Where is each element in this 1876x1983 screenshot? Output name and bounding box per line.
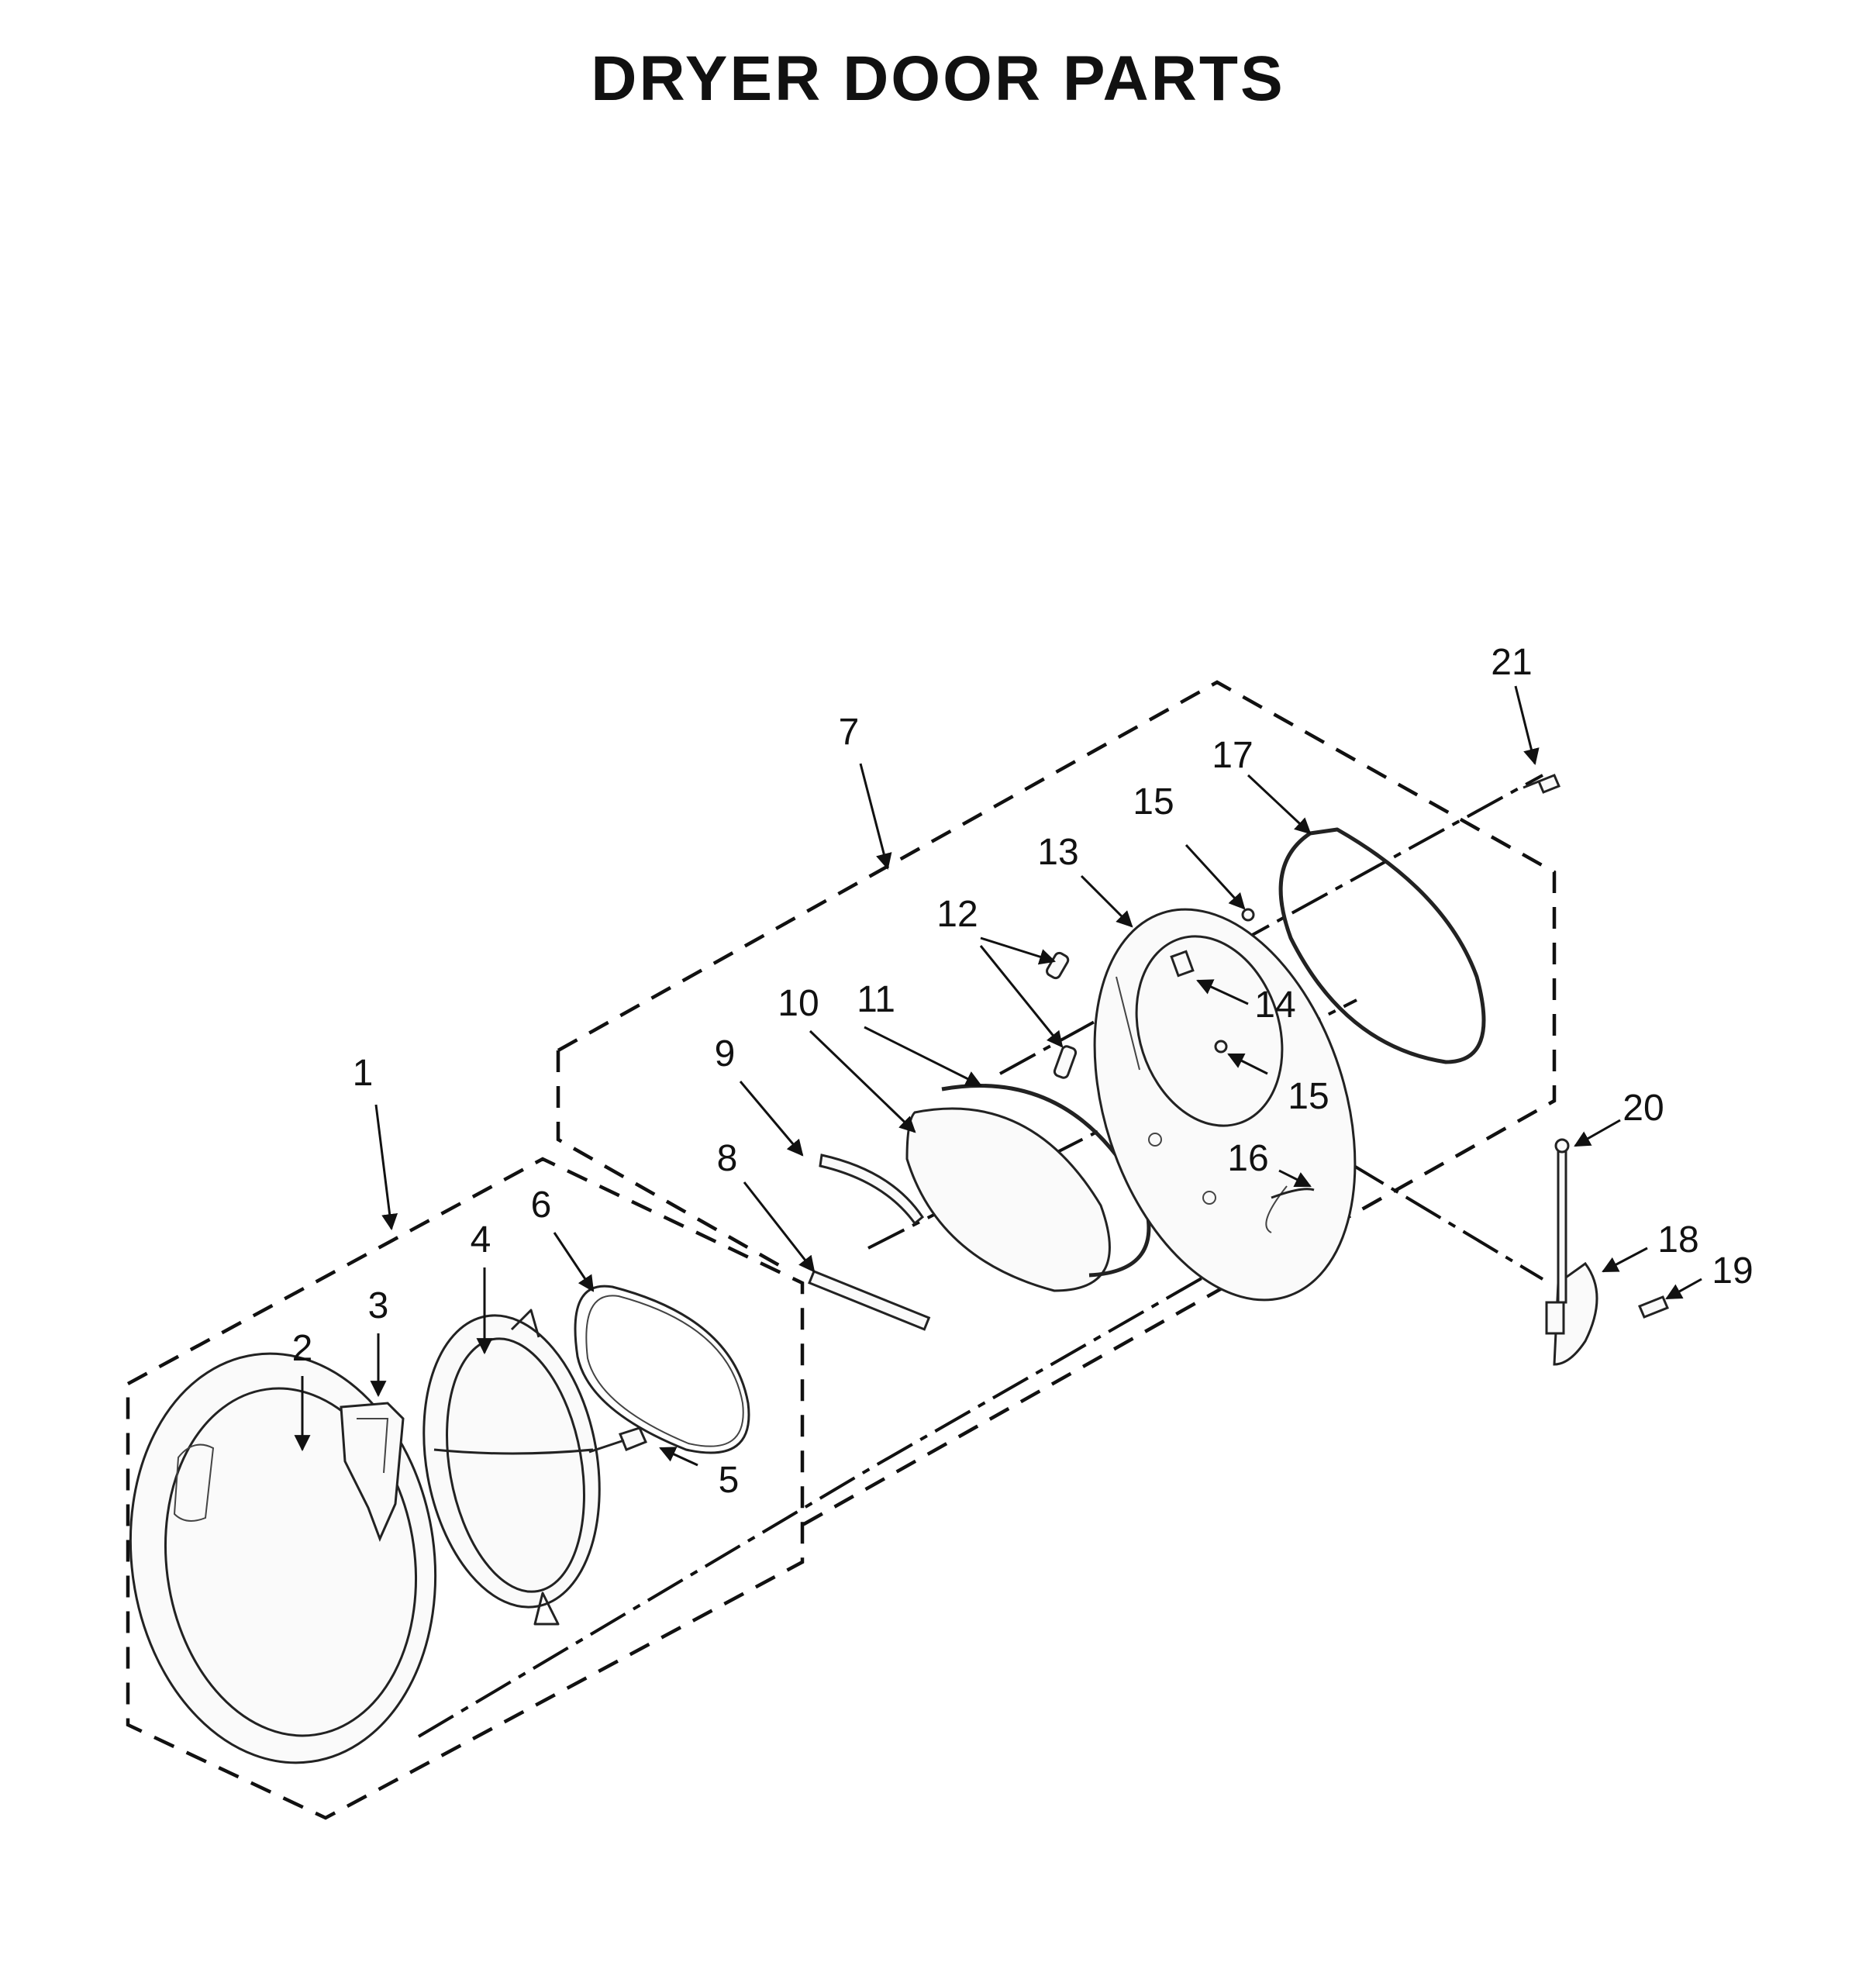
callout-14: 14 xyxy=(1254,985,1295,1026)
gasket-part-6 xyxy=(574,1285,750,1454)
callout-21: 21 xyxy=(1491,642,1532,683)
hinge-pin-part-20 xyxy=(1554,1138,1570,1304)
callout-7: 7 xyxy=(839,712,860,753)
callout-10: 10 xyxy=(778,983,819,1024)
callout-1: 1 xyxy=(353,1053,374,1094)
outer-door-part xyxy=(129,1352,437,1764)
group-1-outline xyxy=(126,1157,805,1820)
callout-3: 3 xyxy=(368,1285,389,1326)
callout-4: 4 xyxy=(471,1219,491,1260)
pad-part-12a xyxy=(1046,951,1070,980)
latch-part-14 xyxy=(1170,950,1195,978)
door-glass-part-10 xyxy=(905,1107,1111,1292)
callout-11: 11 xyxy=(857,979,895,1020)
axis-line-hinge xyxy=(1347,1161,1544,1281)
hinge-part-18 xyxy=(1545,1261,1598,1366)
pad-part-12b xyxy=(1053,1045,1078,1079)
leader-lines xyxy=(294,685,1702,1467)
callout-8: 8 xyxy=(717,1138,738,1179)
screw-part-15a xyxy=(1241,908,1255,922)
callout-18: 18 xyxy=(1657,1219,1698,1260)
strip-part-8 xyxy=(808,1270,931,1331)
handle-bracket-part xyxy=(340,1402,405,1542)
callout-13: 13 xyxy=(1037,832,1078,873)
screw-part-21 xyxy=(1523,774,1560,794)
callout-5: 5 xyxy=(719,1460,740,1501)
screw-part-15b xyxy=(1214,1040,1228,1054)
pin-part-16 xyxy=(1271,1188,1315,1199)
axis-line-lower xyxy=(417,1192,1350,1738)
page-title: DRYER DOOR PARTS xyxy=(591,43,1285,114)
axis-line-upper xyxy=(999,774,1543,1075)
callout-16: 16 xyxy=(1227,1138,1268,1179)
callout-20: 20 xyxy=(1623,1088,1664,1129)
callout-15a: 15 xyxy=(1133,781,1174,823)
callout-15b: 15 xyxy=(1288,1076,1329,1117)
screw-part-5 xyxy=(588,1426,648,1454)
callout-17: 17 xyxy=(1212,735,1253,776)
callout-2: 2 xyxy=(292,1328,313,1369)
arc-strip-part-9 xyxy=(819,1154,925,1226)
callout-12: 12 xyxy=(936,894,978,935)
callout-labels: 1 2 3 4 5 6 7 8 9 10 11 12 13 14 15 15 1… xyxy=(292,642,1754,1501)
inner-door-frame-part xyxy=(422,1309,601,1626)
callout-9: 9 xyxy=(715,1033,736,1074)
inner-door-panel-part-13 xyxy=(1093,908,1357,1302)
callout-19: 19 xyxy=(1712,1250,1753,1292)
screw-part-19 xyxy=(1638,1295,1669,1319)
gasket-part-17 xyxy=(1278,827,1486,1064)
callout-6: 6 xyxy=(531,1185,552,1226)
